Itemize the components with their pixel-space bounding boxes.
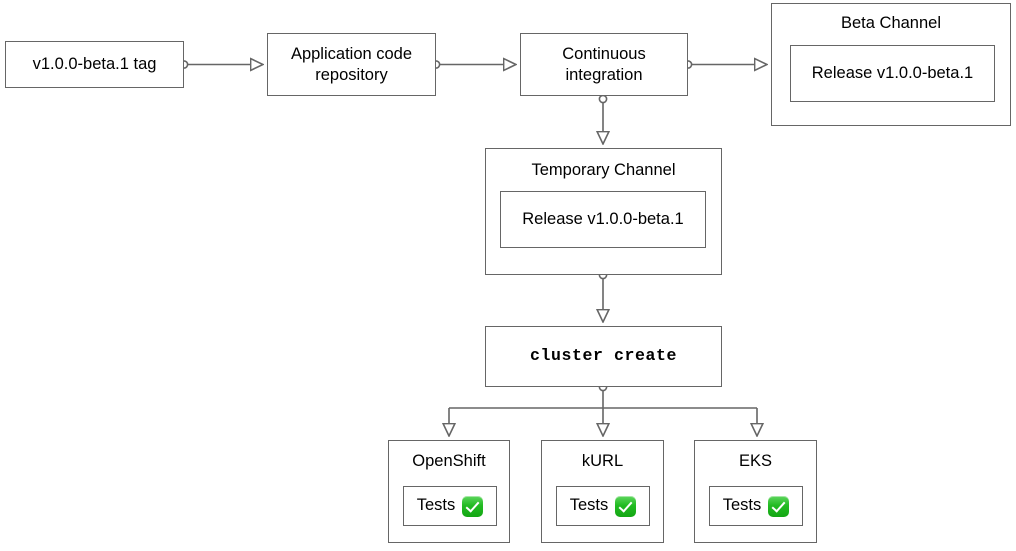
node-continuous-integration-label: Continuous integration: [562, 45, 646, 84]
node-beta-channel-release[interactable]: Release v1.0.0-beta.1: [790, 45, 995, 102]
node-target-openshift[interactable]: OpenShift Tests: [388, 440, 510, 543]
node-temporary-channel-release-label: Release v1.0.0-beta.1: [522, 209, 684, 228]
node-target-eks-tests[interactable]: Tests: [709, 486, 803, 526]
node-tag-label: v1.0.0-beta.1 tag: [32, 55, 157, 74]
node-target-kurl-title: kURL: [581, 452, 624, 470]
tests-status-row: Tests: [569, 495, 637, 517]
node-cluster-create[interactable]: cluster create: [485, 326, 722, 387]
tests-status-row: Tests: [416, 495, 484, 517]
node-target-eks-title: EKS: [738, 452, 773, 470]
node-target-kurl-tests[interactable]: Tests: [556, 486, 650, 526]
node-tag[interactable]: v1.0.0-beta.1 tag: [5, 41, 184, 88]
node-temporary-channel-release[interactable]: Release v1.0.0-beta.1: [500, 191, 706, 248]
node-beta-channel-title: Beta Channel: [841, 14, 941, 32]
tests-status-row: Tests: [722, 495, 790, 517]
node-beta-channel-release-label: Release v1.0.0-beta.1: [811, 63, 974, 82]
white-check-mark-icon: [768, 495, 790, 517]
node-beta-channel[interactable]: Beta Channel Release v1.0.0-beta.1: [771, 3, 1011, 126]
white-check-mark-icon: [615, 495, 637, 517]
node-target-eks[interactable]: EKS Tests: [694, 440, 817, 543]
node-temporary-channel[interactable]: Temporary Channel Release v1.0.0-beta.1: [485, 148, 722, 275]
edge-source-dot-ci-bottom: [598, 94, 608, 104]
node-temporary-channel-title: Temporary Channel: [531, 161, 676, 179]
node-target-kurl[interactable]: kURL Tests: [541, 440, 664, 543]
node-cluster-create-label: cluster create: [529, 346, 678, 366]
node-target-openshift-title: OpenShift: [412, 452, 486, 470]
tests-label: Tests: [569, 496, 609, 515]
white-check-mark-icon: [462, 495, 484, 517]
tests-label: Tests: [416, 496, 456, 515]
node-continuous-integration[interactable]: Continuous integration: [520, 33, 688, 96]
node-application-code-repository-label: Application code repository: [290, 45, 413, 84]
tests-label: Tests: [722, 496, 762, 515]
node-application-code-repository[interactable]: Application code repository: [267, 33, 436, 96]
node-target-openshift-tests[interactable]: Tests: [403, 486, 497, 526]
